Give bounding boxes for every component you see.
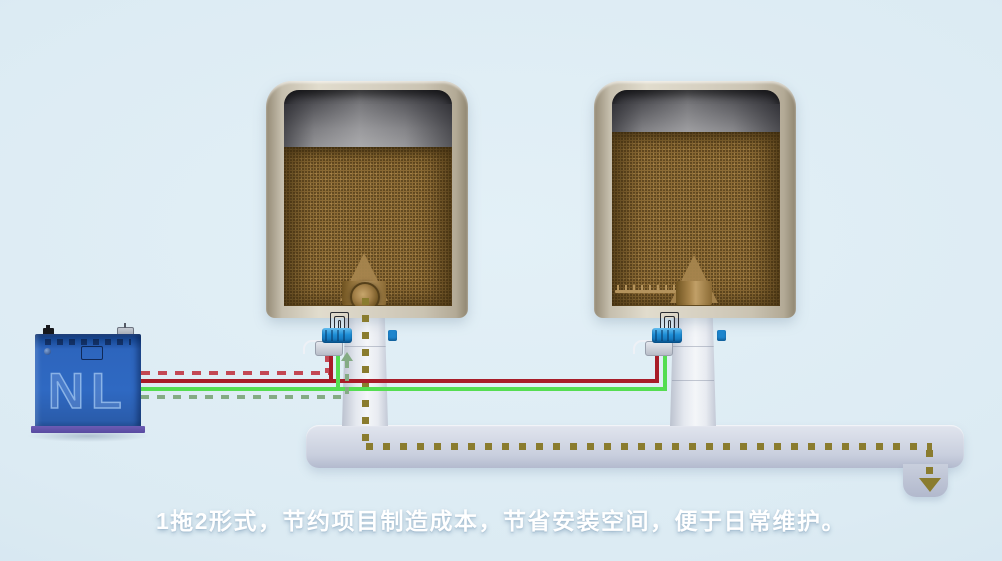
hopper-2-interior bbox=[612, 90, 780, 306]
cable-hook bbox=[660, 312, 679, 330]
discharge-cone-base bbox=[676, 281, 712, 305]
device-screw bbox=[44, 348, 51, 355]
device-nameplate bbox=[81, 346, 103, 360]
valve-cable bbox=[633, 340, 650, 354]
signal-line-dashed-green-riser bbox=[345, 361, 349, 397]
hopper-rim-shadow bbox=[284, 90, 452, 104]
material-flow-horizontal bbox=[366, 443, 932, 450]
cable-hooks bbox=[660, 312, 681, 330]
hopper-1-interior bbox=[284, 90, 452, 306]
signal-line-green-riser-right bbox=[663, 354, 667, 389]
hopper-2 bbox=[594, 81, 796, 318]
material-flow-drop bbox=[926, 450, 933, 478]
device-knob bbox=[43, 325, 54, 335]
hopper-2-shell bbox=[594, 81, 796, 318]
fluidizer-rake bbox=[615, 285, 678, 293]
valve-fitting-2 bbox=[645, 341, 673, 356]
valve-cable bbox=[303, 340, 320, 354]
cable-hooks bbox=[330, 312, 351, 330]
vacuum-line-dashed-red-riser bbox=[325, 355, 329, 373]
device-base bbox=[31, 426, 145, 433]
vacuum-line-red bbox=[141, 379, 659, 383]
cable-hook bbox=[668, 320, 671, 330]
flow-arrow-down-icon bbox=[919, 478, 941, 492]
caption-text: 1拖2形式，节约项目制造成本，节省安装空间，便于日常维护。 bbox=[155, 508, 847, 534]
pedestal-seam bbox=[672, 380, 714, 381]
hopper-1-shell bbox=[266, 81, 468, 318]
hopper-1 bbox=[266, 81, 468, 318]
hopper-rim-shadow bbox=[612, 90, 780, 104]
cable-hook bbox=[664, 316, 675, 330]
device-vents bbox=[45, 339, 131, 345]
material-flow-vertical bbox=[362, 298, 369, 448]
device-logo: NL bbox=[47, 363, 129, 419]
valve-side-port-1 bbox=[388, 330, 397, 341]
vacuum-line-dashed-red bbox=[141, 371, 329, 375]
signal-arrow-up-icon bbox=[341, 352, 353, 361]
vacuum-line-red-riser-left bbox=[329, 354, 333, 381]
valve-fitting-1 bbox=[315, 341, 343, 356]
hopper-2-material-fill bbox=[612, 132, 780, 306]
pedestal-seam bbox=[672, 346, 714, 347]
pinch-valve-1 bbox=[322, 328, 352, 343]
cable-hook bbox=[330, 312, 349, 330]
pinch-valve-2 bbox=[652, 328, 682, 343]
valve-side-port-2 bbox=[717, 330, 726, 341]
signal-line-dashed-green bbox=[141, 395, 341, 399]
signal-line-green bbox=[141, 387, 667, 391]
cable-hook bbox=[338, 320, 341, 330]
cable-hook bbox=[334, 316, 345, 330]
device-shadow bbox=[26, 430, 150, 442]
vacuum-generator: NL bbox=[35, 334, 141, 428]
signal-line-green-riser-left bbox=[336, 356, 340, 389]
vacuum-line-red-riser-right bbox=[655, 352, 659, 381]
